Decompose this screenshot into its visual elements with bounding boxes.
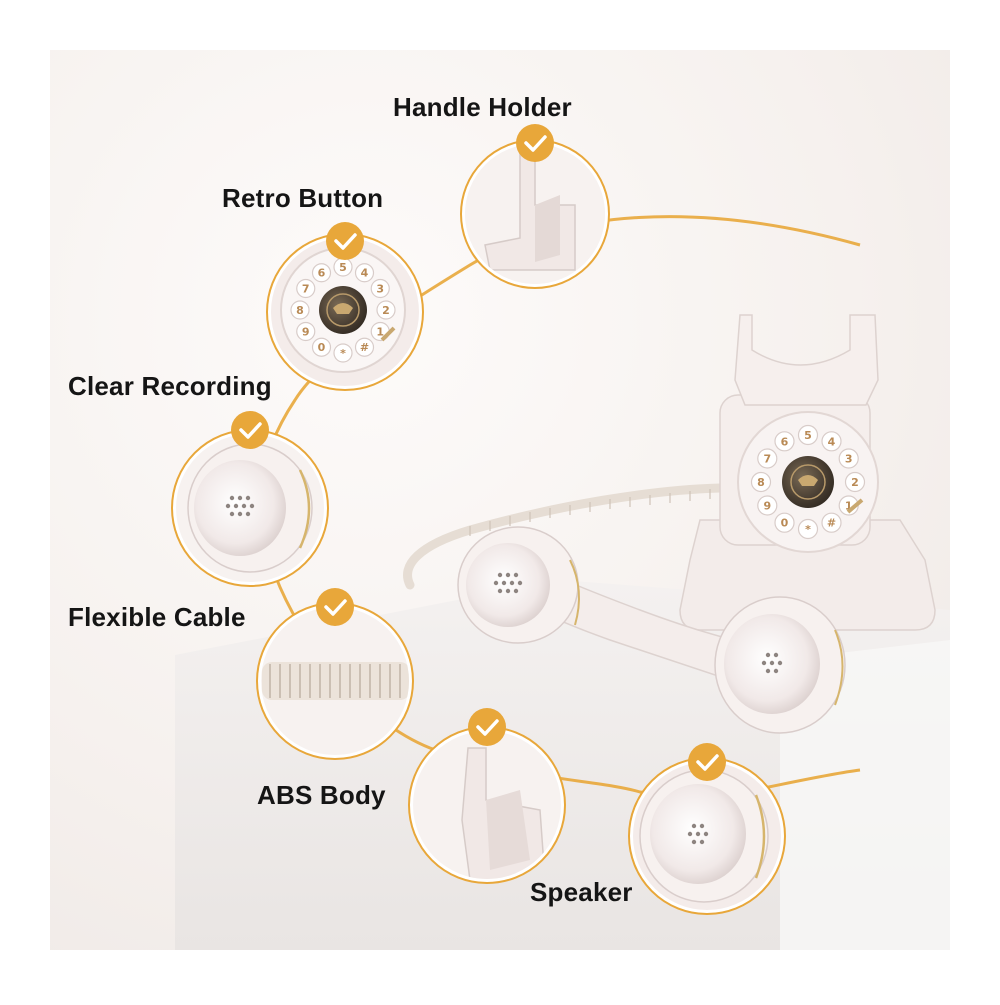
keypad-key: [311, 337, 332, 357]
keypad-key-label: *: [340, 347, 346, 360]
keypad-key-label: 7: [763, 452, 771, 465]
keypad-key-label: #: [827, 517, 836, 530]
keypad-key: [821, 431, 842, 452]
keypad-key-label: 3: [376, 282, 384, 295]
keypad-key-label: #: [360, 341, 369, 354]
check-icon: [326, 222, 364, 260]
check-icon: [468, 708, 506, 746]
keypad-key-label: 4: [361, 267, 369, 280]
keypad-key: [838, 448, 859, 469]
keypad-key-label: 0: [781, 517, 789, 530]
keypad-key-label: 2: [851, 476, 859, 489]
keypad-key-label: 9: [302, 325, 310, 338]
feature-handle-holder: [460, 139, 610, 289]
label-flexible-cable: Flexible Cable: [68, 602, 246, 632]
coiled-cord: [403, 483, 725, 590]
keypad-key: [290, 300, 310, 320]
check-icon: [516, 124, 554, 162]
keypad-key: [774, 431, 795, 452]
label-retro-button: Retro Button: [222, 183, 384, 213]
keypad-key-label: 3: [845, 452, 853, 465]
keypad-key: [774, 512, 795, 533]
label-speaker: Speaker: [530, 877, 633, 907]
keypad-key: [311, 263, 332, 283]
keypad-key-label: 9: [763, 499, 771, 512]
keypad-key-label: 8: [757, 476, 765, 489]
keypad-key-label: 5: [804, 429, 812, 442]
label-handle-holder: Handle Holder: [393, 92, 572, 122]
feature-clear-recording: [171, 429, 329, 587]
keypad-key: [333, 343, 353, 363]
keypad-key-label: 0: [318, 341, 326, 354]
keypad-key-label: *: [805, 523, 811, 536]
keypad-key-label: 6: [781, 435, 789, 448]
keypad-key: [354, 263, 375, 283]
check-icon: [316, 588, 354, 626]
keypad-key: [296, 278, 316, 299]
keypad-key: [370, 278, 390, 299]
telephone-product: 6 5 43 2 1 # * 09 8 7: [403, 314, 936, 734]
keypad-key: [797, 518, 819, 540]
keypad-key-label: 8: [296, 304, 304, 317]
keypad-key: [844, 471, 866, 493]
keypad-key-label: 1: [376, 325, 384, 338]
keypad-key-label: 2: [382, 304, 390, 317]
keypad-key-label: 4: [828, 435, 836, 448]
keypad-key: [797, 424, 819, 446]
feature-speaker: [628, 757, 786, 915]
label-clear-recording: Clear Recording: [68, 371, 272, 401]
keypad-key: [376, 300, 396, 320]
feature-flexible-cable: [256, 602, 414, 760]
check-icon: [688, 743, 726, 781]
keypad-key: [354, 337, 375, 357]
check-icon: [231, 411, 269, 449]
label-abs-body: ABS Body: [257, 780, 386, 810]
keypad-key-label: 6: [318, 267, 326, 280]
keypad-key-label: 7: [302, 282, 310, 295]
keypad-key-label: 1: [845, 499, 853, 512]
keypad-key: [757, 495, 778, 516]
keypad-key-label: 5: [339, 261, 347, 274]
keypad-key: [750, 471, 772, 493]
feature-abs-body: [408, 726, 566, 884]
phone-keypad-keys: 6 5 43 2 1 # * 09 8 7: [750, 424, 866, 540]
keypad-key: [296, 321, 316, 342]
keypad-key: [821, 512, 842, 533]
keypad-key: [757, 448, 778, 469]
